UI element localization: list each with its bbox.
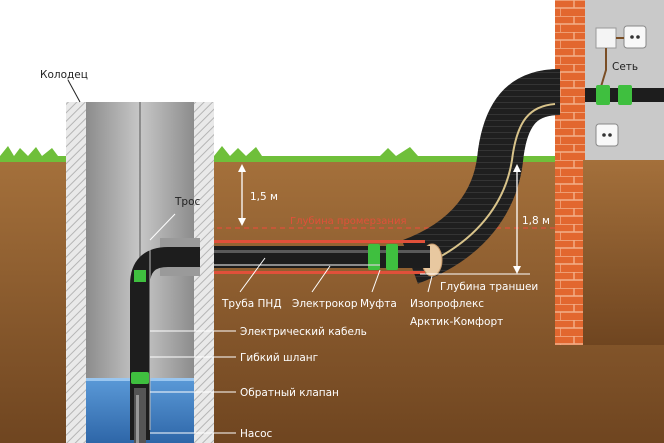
- pump-body: [134, 388, 146, 443]
- insulation-label-line1: Изопрофлекс: [410, 298, 484, 310]
- house-interior-wall: [583, 0, 664, 160]
- trench-depth-label: Глубина траншеи: [440, 281, 538, 293]
- coupling-leader: [371, 269, 381, 293]
- junction-box: [595, 27, 617, 49]
- depth-arrow-top-head-down: [238, 218, 246, 226]
- house-coupling-2: [618, 85, 632, 105]
- rope-label: Трос: [174, 196, 201, 208]
- pnd-label: Труба ПНД: [221, 298, 282, 310]
- network-wire: [599, 48, 607, 91]
- socket-lower-hole-right: [608, 133, 612, 137]
- insulation-leader: [427, 275, 433, 293]
- pump-label: Насос: [240, 428, 273, 440]
- cable-inside-sleeve: [429, 103, 556, 263]
- socket-lower-hole-left: [602, 133, 606, 137]
- well-leader: [67, 79, 81, 103]
- coupling-label: Муфта: [360, 298, 397, 310]
- flex-hose-label: Гибкий шланг: [240, 352, 318, 364]
- well-riser-pipe: [130, 247, 200, 440]
- network-label: Сеть: [612, 61, 638, 73]
- pnd-leader: [239, 257, 266, 293]
- depth-right-label: 1,8 м: [522, 215, 550, 227]
- check-valve: [131, 372, 149, 384]
- well-wall-left: [66, 102, 86, 443]
- house-coupling-1: [596, 85, 610, 105]
- depth-top-label: 1,5 м: [250, 191, 278, 203]
- socket-hole-left: [630, 35, 634, 39]
- coupling-horizontal-2: [386, 244, 398, 270]
- socket-lower-icon: [595, 123, 619, 147]
- heat-band-bottom: [185, 271, 425, 274]
- check-valve-label: Обратный клапан: [240, 387, 339, 399]
- socket-icon: [623, 25, 647, 49]
- insulation-sleeve: [401, 69, 562, 284]
- electric-cable-label: Электрический кабель: [240, 326, 367, 338]
- well-label: Колодец: [40, 69, 88, 81]
- heat-band-top: [185, 240, 425, 243]
- depth-arrow-top-head-up: [238, 164, 246, 172]
- soil-behind-wall: [583, 160, 664, 345]
- brick-wall: [555, 0, 585, 345]
- pump-highlight: [136, 395, 139, 443]
- depth-arrow-right-head-down: [513, 266, 521, 274]
- freeze-depth-label: Глубина промерзания: [290, 216, 406, 227]
- rope-leader: [149, 213, 176, 241]
- well-wall-right: [194, 102, 214, 443]
- pnd-pipe-highlight: [160, 250, 430, 253]
- heating-cable-label: Электрокор: [292, 298, 358, 310]
- insulation-shade: [401, 69, 562, 284]
- riser-coupling: [134, 270, 146, 282]
- heating-cable-leader: [311, 265, 331, 293]
- depth-arrow-right-head-up: [513, 164, 521, 172]
- coupling-horizontal-1: [368, 244, 380, 270]
- socket-hole-right: [636, 35, 640, 39]
- insulation-label-line2: Арктик-Комфорт: [410, 316, 503, 328]
